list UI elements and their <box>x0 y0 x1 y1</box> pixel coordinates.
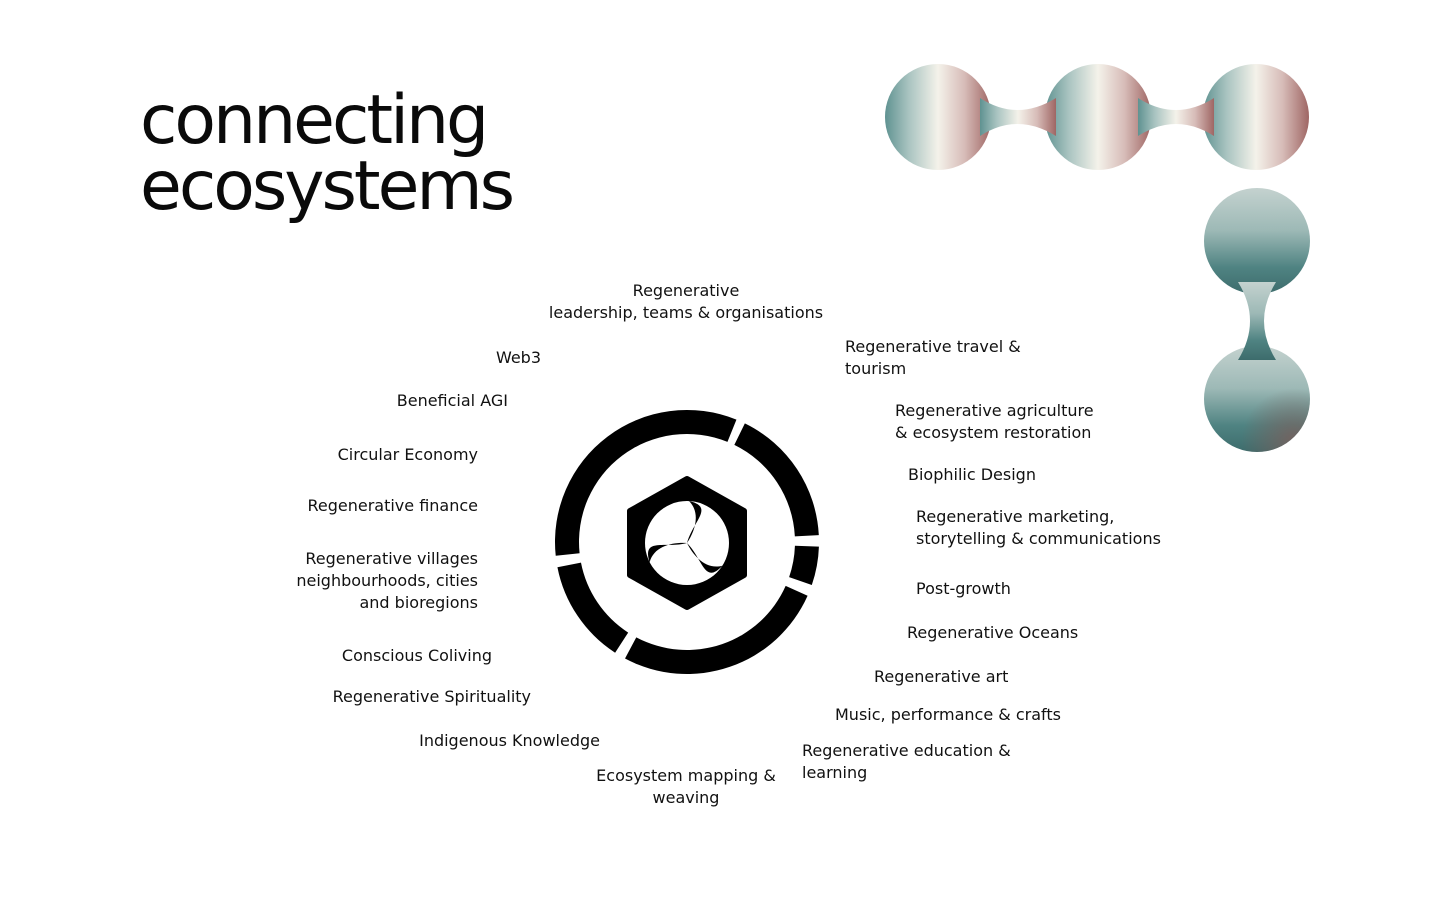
label-post-growth: Post-growth <box>916 579 1011 598</box>
ring-segment <box>557 562 629 653</box>
tomoe-hexagon-icon <box>554 409 819 675</box>
label-regenerative-agriculture: Regenerative agriculture & ecosystem res… <box>895 401 1094 442</box>
label-regenerative-marketing: Regenerative marketing, storytelling & c… <box>916 507 1161 548</box>
ring-segment <box>625 585 808 675</box>
label-regenerative-travel: Regenerative travel & tourism <box>845 337 1021 378</box>
label-beneficial-agi: Beneficial AGI <box>396 391 508 410</box>
label-regenerative-art: Regenerative art <box>874 667 1009 686</box>
label-regenerative-education: Regenerative education & learning <box>802 741 1011 782</box>
label-conscious-coliving: Conscious Coliving <box>341 646 492 665</box>
title-line-1: connecting <box>140 81 489 160</box>
label-regenerative-finance: Regenerative finance <box>307 496 478 515</box>
tomoe-comma <box>687 501 702 543</box>
horizontal-spheres <box>885 64 1309 170</box>
segmented-ring <box>554 409 819 675</box>
label-regenerative-villages: Regenerative villages neighbourhoods, ci… <box>296 549 478 612</box>
label-music-performance-crafts: Music, performance & crafts <box>835 705 1061 724</box>
label-regenerative-oceans: Regenerative Oceans <box>907 623 1079 642</box>
tomoe-comma <box>648 542 687 563</box>
tomoe-comma <box>687 543 723 573</box>
label-indigenous-knowledge: Indigenous Knowledge <box>419 731 600 750</box>
label-regenerative-leadership: Regenerative leadership, teams & organis… <box>548 281 824 322</box>
title-line-2: ecosystems <box>140 147 515 226</box>
label-circular-economy: Circular Economy <box>337 445 478 464</box>
tomoe-swirls <box>648 501 723 573</box>
label-web3: Web3 <box>495 348 541 367</box>
label-biophilic-design: Biophilic Design <box>908 465 1036 484</box>
label-regenerative-spirituality: Regenerative Spirituality <box>332 687 531 706</box>
label-ecosystem-mapping: Ecosystem mapping & weaving <box>596 766 776 807</box>
page-title: connecting ecosystems <box>140 81 515 226</box>
connected-spheres-graphic <box>885 64 1310 452</box>
ring-segment <box>554 409 737 556</box>
vertical-spheres <box>1204 188 1310 452</box>
ring-segment <box>734 423 819 537</box>
ring-segment <box>789 545 819 585</box>
